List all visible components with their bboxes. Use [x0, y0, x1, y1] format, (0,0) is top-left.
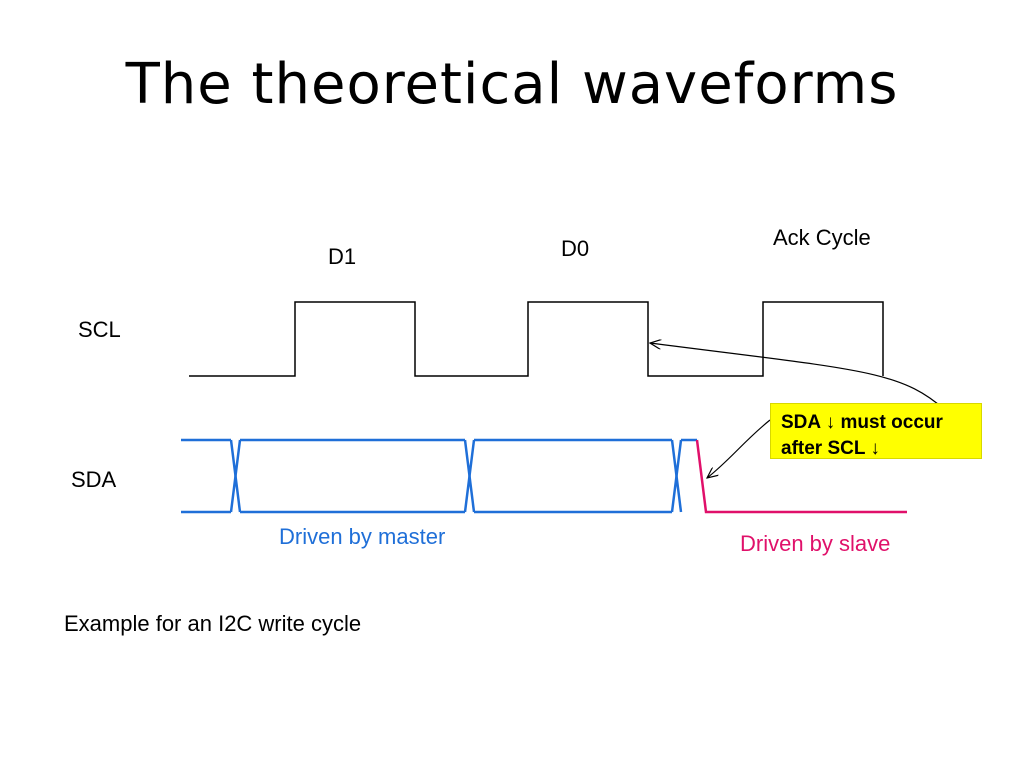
signal-label-sda: SDA — [71, 467, 117, 492]
signal-label-scl: SCL — [78, 317, 121, 342]
sda-slave-waveform — [695, 439, 907, 514]
driven-by-slave-label: Driven by slave — [740, 531, 891, 556]
scl-waveform — [189, 301, 884, 377]
sda-master-waveform — [181, 438, 697, 514]
callout-arrow-to-sda — [707, 419, 771, 478]
slide-caption: Example for an I2C write cycle — [64, 611, 362, 636]
callout-line-2: after SCL ↓ — [781, 438, 880, 459]
bit-label-ack-cycle: Ack Cycle — [773, 225, 871, 250]
callout-line-1: SDA ↓ must occur — [781, 412, 943, 433]
slide-title: The theoretical waveforms — [125, 52, 899, 117]
bit-label-d0: D0 — [561, 236, 590, 261]
callout-arrow-to-scl — [650, 343, 946, 411]
timing-callout: SDA ↓ must occur after SCL ↓ — [770, 403, 982, 459]
driven-by-master-label: Driven by master — [279, 524, 446, 549]
bit-label-d1: D1 — [328, 244, 357, 269]
